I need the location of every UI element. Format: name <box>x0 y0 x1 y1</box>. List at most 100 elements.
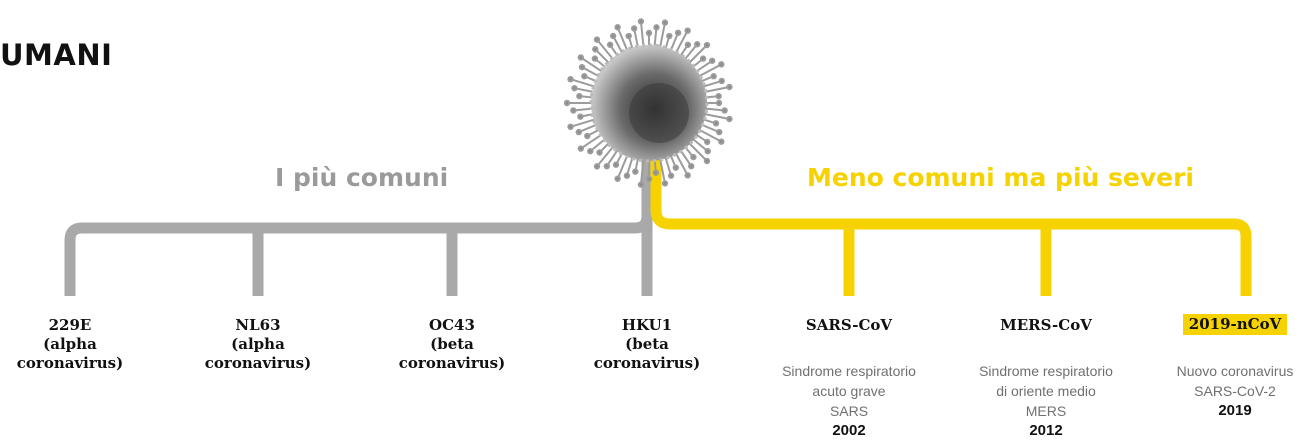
virus-spike-tip <box>704 138 711 146</box>
virus-spike-tip <box>576 92 583 100</box>
virus-spike-tip <box>715 99 723 107</box>
virus-spike-tip <box>612 161 620 168</box>
virus-spike-tip <box>614 175 621 182</box>
virus-spike-tip <box>606 41 614 48</box>
virus-spike-tip <box>625 32 632 40</box>
virus-spike <box>639 157 645 185</box>
virus-spike <box>605 148 620 167</box>
virus-spike-tip <box>712 120 720 127</box>
virus-spike-tip <box>592 46 599 53</box>
virus-spike <box>580 56 604 74</box>
severe-group-label: Meno comuni ma più severi <box>807 163 1194 192</box>
virus-spike-tip <box>684 172 691 179</box>
virus-spike-tip <box>715 92 722 100</box>
severe-branch-lines <box>650 120 1252 296</box>
virus-spike <box>625 155 634 177</box>
virus-spike-tip <box>609 32 617 40</box>
virus-spike-tip <box>716 128 723 136</box>
node-2019-ncov: 2019-nCoV Nuovo coronavirus SARS-CoV-2 2… <box>1160 314 1310 421</box>
desc-line: SARS-CoV-2 <box>1194 383 1276 399</box>
node-nl63: NL63 (alpha coronavirus) <box>183 316 333 373</box>
node-type: (alpha <box>231 335 285 353</box>
virus-spike-tip <box>632 168 639 175</box>
virus-spike <box>664 155 673 177</box>
virus-spike <box>612 35 624 55</box>
virus-spike-tip <box>578 63 586 71</box>
node-name: SARS-CoV <box>805 316 893 334</box>
virus-spike <box>702 112 730 120</box>
virus-spike-tip <box>645 175 653 183</box>
virus-spike <box>683 43 698 62</box>
virus-spike-tip <box>718 61 725 68</box>
node-oc43: OC43 (beta coronavirus) <box>377 316 527 373</box>
desc-line: MERS <box>1025 403 1067 419</box>
virus-spike-tip <box>653 24 660 31</box>
node-name: 229E <box>48 316 92 334</box>
node-name: MERS-CoV <box>1000 316 1092 334</box>
virus-spike <box>616 26 629 53</box>
virus-spike-tip <box>666 32 673 40</box>
virus-spike <box>658 22 666 50</box>
virus-spike-tip <box>674 29 682 36</box>
virus-spike-tip <box>708 57 716 64</box>
node-description: Sindrome respiratorio acuto grave SARS <box>774 361 924 421</box>
coronavirus-icon <box>564 18 733 188</box>
virus-spike <box>574 87 596 94</box>
virus-spike-tip <box>571 84 578 92</box>
virus-spike-tip <box>645 29 653 37</box>
virus-spike-tip <box>726 83 733 91</box>
virus-spike-tip <box>703 41 711 49</box>
virus-spike-tip <box>577 54 585 61</box>
virus-spike-tip <box>603 162 610 170</box>
page-title: UMANI <box>0 38 113 72</box>
virus-spike-tip <box>630 25 638 32</box>
virus-spike-tip <box>593 36 601 43</box>
virus-spike-tip <box>577 145 585 152</box>
node-sars-cov: SARS-CoV Sindrome respiratorio acuto gra… <box>774 316 924 441</box>
virus-spike-tip <box>587 148 594 155</box>
virus-spike-tip <box>703 157 711 165</box>
virus-spike-tip <box>718 77 725 85</box>
virus-spike-tip <box>661 19 669 26</box>
virus-spike <box>690 137 709 152</box>
node-type: (beta <box>430 335 474 353</box>
virus-spike-tip <box>593 163 601 170</box>
node-type: (beta <box>625 335 669 353</box>
virus-spike-tip <box>694 41 701 48</box>
virus-spike-tip <box>688 162 695 170</box>
node-description: Nuovo coronavirus SARS-CoV-2 <box>1160 361 1310 401</box>
virus-spike-tip <box>567 75 574 83</box>
virus-spike-tip <box>623 172 631 179</box>
virus-spike <box>703 107 725 112</box>
node-family: coronavirus) <box>398 354 506 372</box>
virus-spike <box>570 78 597 88</box>
virus-spike-tip <box>567 123 574 131</box>
node-229e: 229E (alpha coronavirus) <box>0 316 145 373</box>
virus-spike-tip <box>684 27 691 34</box>
virus-spike <box>578 123 599 134</box>
node-name: OC43 <box>429 316 475 334</box>
virus-spike-tip <box>652 169 660 176</box>
virus-spike-tip <box>661 180 669 187</box>
virus-spike <box>687 141 708 162</box>
virus-spike-tip <box>570 107 577 114</box>
desc-line: Sindrome respiratorio <box>979 363 1113 379</box>
virus-spike-tip <box>684 41 692 48</box>
node-mers-cov: MERS-CoV Sindrome respiratorio di orient… <box>971 316 1121 441</box>
node-year: 2002 <box>832 422 866 439</box>
node-family: coronavirus) <box>593 354 701 372</box>
virus-spike-tip <box>672 164 679 171</box>
desc-line: di oriente medio <box>996 383 1096 399</box>
node-name: HKU1 <box>621 316 673 334</box>
node-description: Sindrome respiratorio di oriente medio M… <box>971 361 1121 421</box>
virus-spike-tip <box>581 73 588 80</box>
virus-spike-tip <box>704 148 711 155</box>
virus-spike <box>570 118 597 128</box>
virus-spike <box>687 44 708 65</box>
virus-spike-tip <box>575 128 582 136</box>
desc-line: Nuovo coronavirus <box>1176 363 1294 379</box>
virus-spike <box>697 63 722 78</box>
desc-line: acuto grave <box>812 383 886 399</box>
virus-spike-tip <box>564 99 571 107</box>
